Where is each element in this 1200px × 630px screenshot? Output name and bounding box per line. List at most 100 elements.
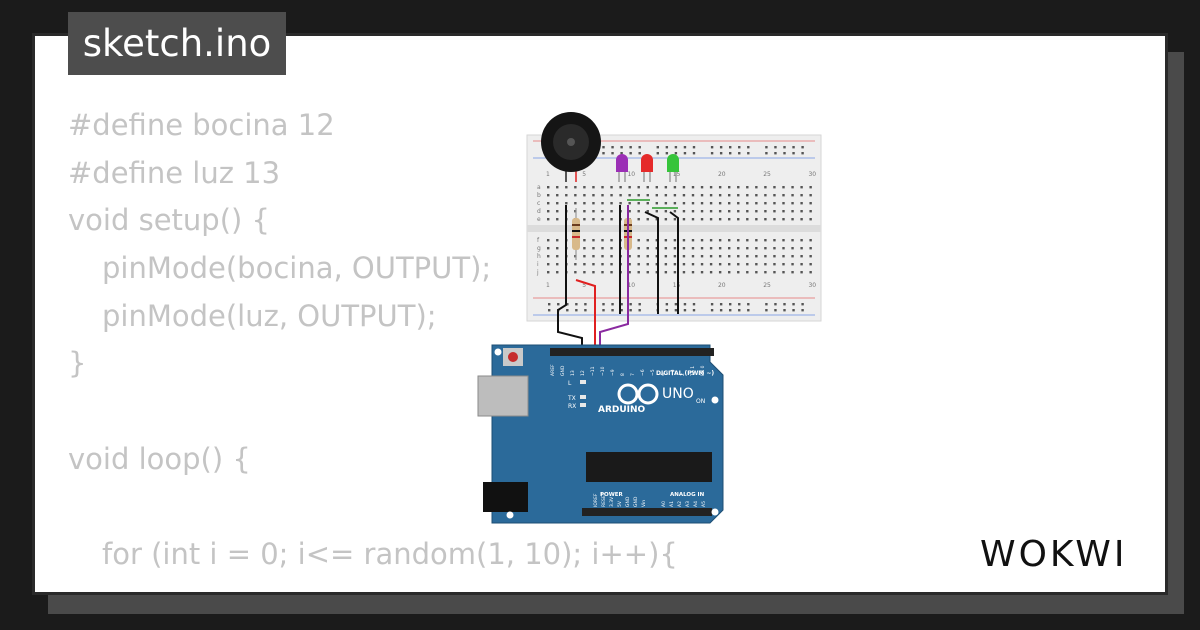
arduino-status-led [580, 380, 586, 384]
breadboard-hole [547, 186, 550, 189]
breadboard-hole [638, 152, 641, 155]
breadboard-hole [773, 271, 776, 274]
breadboard-hole [718, 218, 722, 221]
code-line: void setup() { [68, 203, 270, 238]
breadboard-hole [637, 218, 640, 221]
breadboard-hole [710, 303, 714, 306]
breadboard-hole [691, 255, 695, 258]
breadboard-hole [691, 218, 695, 221]
breadboard-hole [655, 218, 658, 221]
breadboard-hole [646, 271, 649, 274]
arduino-uno[interactable]: ARDUINO UNO DIGITAL (PWM ~) ON POWER ANA… [477, 344, 724, 524]
breadboard-hole [628, 202, 631, 205]
breadboard-hole [738, 152, 741, 155]
wokwi-logo-text: WOKWI [980, 534, 1127, 575]
wire-black-3 [644, 211, 659, 314]
breadboard-hole [718, 239, 722, 242]
breadboard-hole [710, 309, 714, 312]
breadboard-hole [683, 152, 687, 155]
breadboard-hole [628, 263, 631, 266]
arduino-digital-pin-label: ~11 [590, 366, 596, 376]
breadboard-hole [683, 146, 687, 149]
led-green[interactable] [667, 154, 679, 182]
breadboard-hole [619, 186, 622, 189]
breadboard-hole [691, 194, 695, 197]
breadboard-hole [547, 210, 550, 213]
breadboard-hole [682, 239, 686, 242]
led-purple[interactable] [616, 154, 628, 182]
breadboard-hole [682, 263, 686, 266]
breadboard-hole [800, 263, 803, 266]
breadboard-row-label: g [537, 245, 541, 252]
breadboard-hole [728, 239, 731, 242]
buzzer[interactable] [541, 112, 601, 182]
breadboard-hole [611, 146, 614, 149]
breadboard-hole [755, 271, 758, 274]
breadboard-hole [782, 194, 785, 197]
circuit-diagram[interactable]: abcdefghij115510101515202025253030 [470, 100, 830, 530]
sketch-filename-tab[interactable]: sketch.ino [68, 12, 286, 75]
breadboard-hole [700, 263, 704, 266]
breadboard-hole [683, 309, 687, 312]
breadboard-hole [628, 271, 631, 274]
breadboard-hole [556, 255, 559, 258]
breadboard-column-number: 10 [627, 171, 635, 178]
breadboard-hole [764, 218, 767, 221]
breadboard-hole [646, 202, 649, 205]
breadboard-hole [791, 255, 794, 258]
led-red[interactable] [641, 154, 653, 182]
breadboard-hole [556, 186, 559, 189]
breadboard-hole [782, 202, 785, 205]
breadboard-hole [728, 194, 731, 197]
breadboard-hole [664, 202, 668, 205]
breadboard-hole [547, 194, 550, 197]
breadboard-hole [583, 239, 586, 242]
breadboard-hole [773, 186, 776, 189]
breadboard-hole [746, 186, 749, 189]
breadboard-hole [755, 247, 758, 250]
breadboard-hole [664, 239, 668, 242]
breadboard-hole [682, 271, 686, 274]
arduino-digital-pin-label: ~6 [640, 369, 646, 376]
breadboard-hole [800, 271, 803, 274]
resistor-1[interactable] [572, 208, 580, 260]
arduino-analog-pin-label: A0 [661, 501, 667, 507]
breadboard-hole [638, 146, 641, 149]
breadboard-column-number: 1 [546, 282, 550, 289]
breadboard-hole [764, 186, 767, 189]
wokwi-logo[interactable]: WOKWI [978, 530, 1150, 576]
breadboard-hole [700, 186, 704, 189]
breadboard-hole [565, 194, 568, 197]
breadboard-hole [655, 247, 658, 250]
code-line: pinMode(luz, OUTPUT); [102, 298, 437, 333]
breadboard-hole [674, 309, 678, 312]
breadboard-hole [728, 263, 731, 266]
breadboard-hole [774, 152, 777, 155]
breadboard-hole [556, 210, 559, 213]
breadboard-row-label: j [536, 269, 539, 276]
breadboard-hole [584, 309, 587, 312]
breadboard-hole [673, 210, 677, 213]
breadboard-hole [800, 247, 803, 250]
breadboard-hole [692, 309, 696, 312]
breadboard-hole [737, 247, 740, 250]
breadboard-hole [601, 218, 604, 221]
breadboard-hole [664, 247, 668, 250]
breadboard-hole [683, 303, 687, 306]
breadboard-hole [737, 255, 740, 258]
breadboard-hole [665, 309, 669, 312]
breadboard-hole [809, 210, 812, 213]
breadboard-hole [628, 255, 631, 258]
breadboard-hole [673, 194, 677, 197]
breadboard-hole [610, 202, 613, 205]
breadboard-hole [691, 239, 695, 242]
breadboard-hole [575, 303, 578, 306]
breadboard-hole [655, 271, 658, 274]
breadboard-hole [665, 303, 669, 306]
breadboard-hole [574, 271, 577, 274]
breadboard-row-label: i [537, 261, 539, 268]
atmega-chip [586, 452, 712, 482]
breadboard-hole [547, 247, 550, 250]
breadboard-hole [764, 263, 767, 266]
breadboard-hole [718, 255, 722, 258]
